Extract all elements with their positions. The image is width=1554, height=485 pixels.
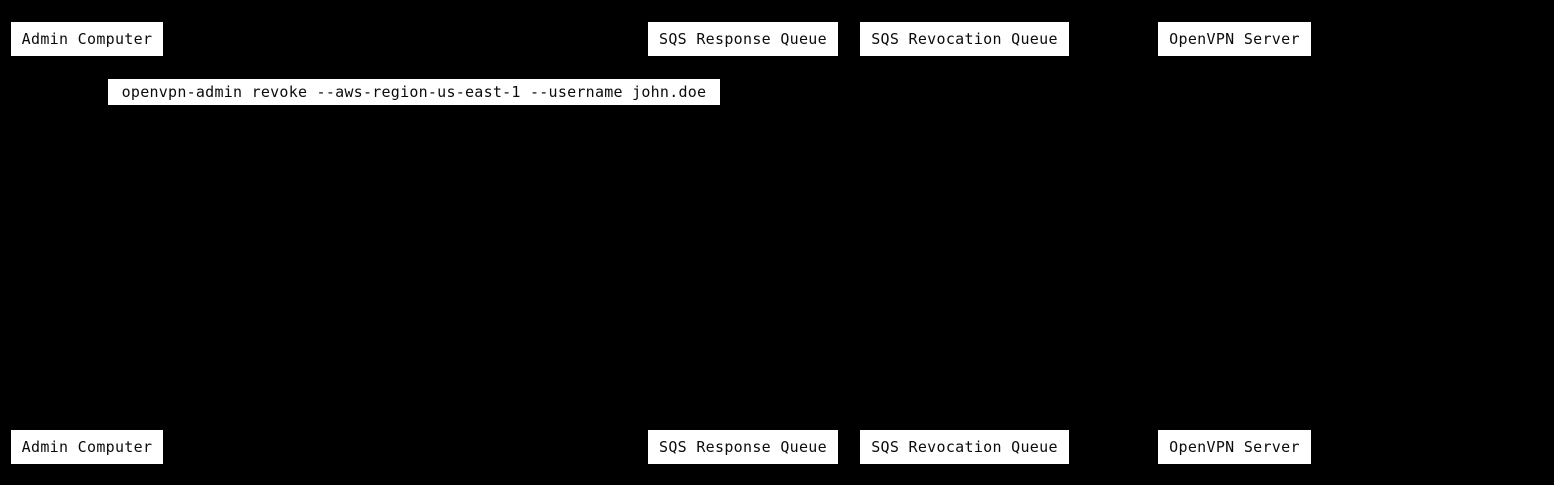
participant-box-bottom-sqs-response-queue[interactable]: SQS Response Queue bbox=[648, 430, 838, 464]
participant-label-openvpn-server-bottom: OpenVPN Server bbox=[1169, 437, 1300, 456]
message-label-revoke-command[interactable]: openvpn-admin revoke --aws-region-us-eas… bbox=[108, 79, 720, 105]
participant-box-bottom-sqs-revocation-queue[interactable]: SQS Revocation Queue bbox=[860, 430, 1069, 464]
participant-label-admin-computer-bottom: Admin Computer bbox=[21, 437, 153, 456]
participant-label-openvpn-server-top: OpenVPN Server bbox=[1169, 29, 1300, 48]
participant-box-top-openvpn-server[interactable]: OpenVPN Server bbox=[1158, 22, 1311, 56]
participant-label-sqs-response-queue-bottom: SQS Response Queue bbox=[659, 437, 827, 456]
participant-label-sqs-revocation-queue-bottom: SQS Revocation Queue bbox=[871, 437, 1058, 456]
participant-label-sqs-response-queue-top: SQS Response Queue bbox=[659, 29, 827, 48]
participant-box-bottom-admin-computer[interactable]: Admin Computer bbox=[11, 430, 163, 464]
participant-box-top-sqs-revocation-queue[interactable]: SQS Revocation Queue bbox=[860, 22, 1069, 56]
lifeline-admin-computer bbox=[87, 56, 88, 430]
message-text-revoke-command: openvpn-admin revoke --aws-region-us-eas… bbox=[121, 82, 707, 101]
lifeline-openvpn-server bbox=[1234, 56, 1235, 430]
lifeline-sqs-response-queue bbox=[743, 56, 744, 430]
participant-box-bottom-openvpn-server[interactable]: OpenVPN Server bbox=[1158, 430, 1311, 464]
lifeline-sqs-revocation-queue bbox=[964, 56, 965, 430]
participant-label-sqs-revocation-queue-top: SQS Revocation Queue bbox=[871, 29, 1058, 48]
participant-label-admin-computer-top: Admin Computer bbox=[21, 29, 153, 48]
participant-box-top-admin-computer[interactable]: Admin Computer bbox=[11, 22, 163, 56]
participant-box-top-sqs-response-queue[interactable]: SQS Response Queue bbox=[648, 22, 838, 56]
